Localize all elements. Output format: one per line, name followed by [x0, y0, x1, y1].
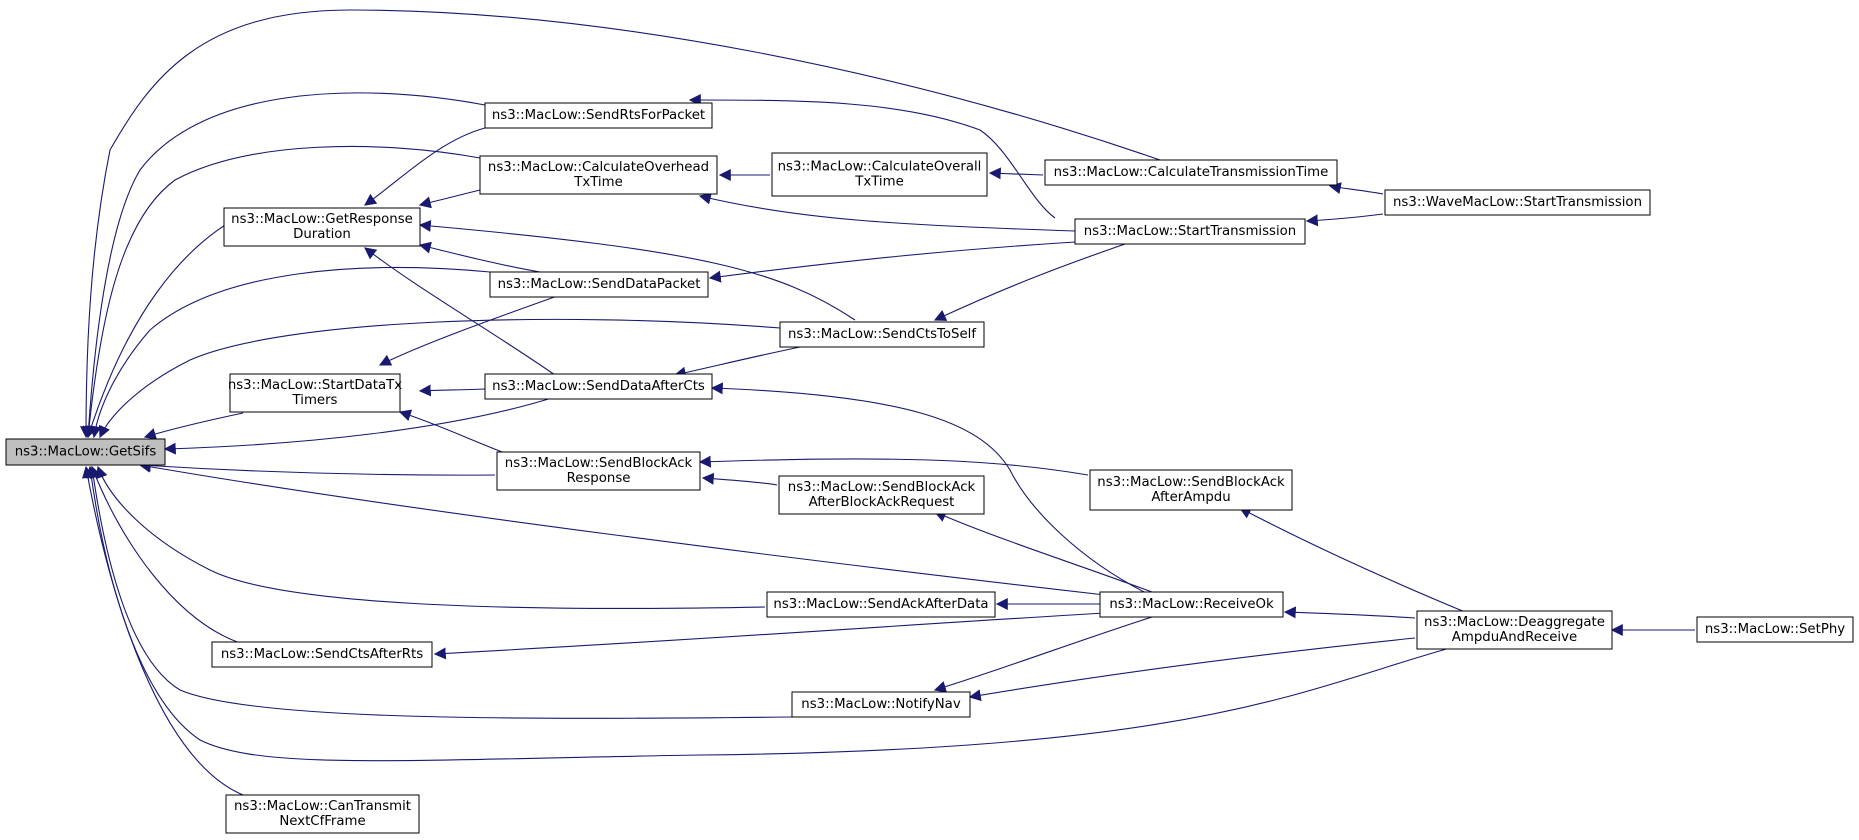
- node-label: ns3::MacLow::SendCtsToSelf: [788, 327, 976, 342]
- edge-wavemaclowstarttransmission-to-starttransmission: [1305, 213, 1384, 227]
- node-label: Duration: [293, 227, 351, 242]
- edge-sendctstoself-to-getresponseduration: [418, 219, 856, 321]
- node-label: ns3::MacLow::SendDataPacket: [498, 277, 701, 292]
- edge-deaggregateampduandreceive-to-receiveok: [1283, 606, 1416, 619]
- edge-senddataaftercts-to-getresponseduration: [364, 247, 556, 376]
- edge-senddatapacket-to-startdatatxtimers: [378, 294, 561, 366]
- edge-sendackafterdata-to-getsifs: [96, 465, 766, 609]
- edge-sendblockackresponse-to-getsifs: [138, 459, 496, 476]
- node-sendackafterdata[interactable]: ns3::MacLow::SendAckAfterData: [766, 591, 996, 618]
- edge-starttransmission-to-senddatapacket: [708, 241, 1076, 283]
- node-starttransmission[interactable]: ns3::MacLow::StartTransmission: [1074, 218, 1306, 245]
- edge-deaggregateampduandreceive-to-notifynav: [968, 637, 1416, 702]
- edge-calculatetransmissiontime-to-calculateoveralltxtime: [988, 167, 1044, 180]
- node-sendblockackafterblockackrequest[interactable]: ns3::MacLow::SendBlockAckAfterBlockAckRe…: [778, 475, 985, 515]
- node-senddatapacket[interactable]: ns3::MacLow::SendDataPacket: [489, 271, 709, 298]
- edge-deaggregateampduandreceive-to-sendblockackafterampdu: [1238, 507, 1466, 613]
- edge-sendblockackresponse-to-startdatatxtimers: [398, 409, 511, 456]
- node-sendrtsforpacket[interactable]: ns3::MacLow::SendRtsForPacket: [484, 102, 713, 129]
- edge-starttransmission-to-calculateoverheadtxtime: [698, 192, 1076, 232]
- node-senddataaftercts[interactable]: ns3::MacLow::SendDataAfterCts: [484, 373, 713, 400]
- edge-sendblockackafterampdu-to-sendblockackresponse: [698, 455, 1089, 476]
- call-nodes: ns3::MacLow::GetSifs ns3::MacLow::GetRes…: [5, 102, 1854, 834]
- node-label: ns3::MacLow::SendDataAfterCts: [492, 379, 705, 394]
- node-label: ns3::MacLow::CalculateTransmissionTime: [1054, 165, 1329, 180]
- edge-senddataaftercts-to-startdatatxtimers: [418, 384, 486, 397]
- node-label: ns3::MacLow::GetSifs: [15, 445, 157, 460]
- edge-receiveok-to-senddataaftercts: [710, 382, 1151, 596]
- edge-wavemaclowstarttransmission-to-calculatetransmissiontime: [1328, 182, 1384, 195]
- edge-sendctstoself-to-getsifs: [99, 318, 781, 439]
- node-label: ns3::MacLow::SendRtsForPacket: [492, 108, 705, 123]
- edge-sendrtsforpacket-to-getresponseduration: [364, 127, 486, 206]
- edge-sendblockackafterblockackrequest-to-sendblockackresponse: [701, 472, 778, 486]
- node-setphy[interactable]: ns3::MacLow::SetPhy: [1696, 616, 1854, 643]
- node-getsifs[interactable]: ns3::MacLow::GetSifs: [5, 438, 166, 466]
- edge-receiveok-to-sendblockackafterblockackrequest: [933, 510, 1161, 596]
- node-label: TxTime: [854, 175, 904, 190]
- node-sendctsafterrts[interactable]: ns3::MacLow::SendCtsAfterRts: [211, 641, 433, 668]
- node-wavemaclowstarttransmission[interactable]: ns3::WaveMacLow::StartTransmission: [1384, 189, 1651, 216]
- node-label: ns3::MacLow::StartTransmission: [1084, 224, 1297, 239]
- edge-receiveok-to-getsifs: [138, 460, 1106, 596]
- node-label: ns3::MacLow::SetPhy: [1705, 622, 1845, 637]
- node-label: ns3::MacLow::Deaggregate: [1424, 615, 1605, 630]
- node-label: ns3::MacLow::CanTransmit: [234, 799, 411, 814]
- edge-receiveok-to-notifynav: [933, 615, 1156, 693]
- edge-senddataaftercts-to-getsifs: [163, 396, 556, 455]
- edge-calculateoverheadtxtime-to-getresponseduration: [418, 189, 481, 209]
- edge-calculatetransmissiontime-to-getsifs: [80, 9, 1161, 439]
- edge-cantransmitnextcfframe-to-getsifs: [82, 465, 244, 796]
- edge-sendrtsforpacket-to-getsifs: [82, 92, 486, 439]
- edge-starttransmission-to-sendctstoself: [933, 243, 1126, 321]
- edge-sendctstoself-to-senddataaftercts: [673, 344, 811, 379]
- node-label: ns3::MacLow::CalculateOverall: [778, 160, 982, 175]
- node-label: AfterBlockAckRequest: [809, 495, 955, 510]
- node-label: AmpduAndReceive: [1452, 630, 1577, 645]
- call-edges: [80, 9, 1695, 796]
- node-label: ns3::MacLow::NotifyNav: [801, 697, 961, 712]
- node-label: ns3::MacLow::SendCtsAfterRts: [221, 647, 423, 662]
- node-receiveok[interactable]: ns3::MacLow::ReceiveOk: [1099, 591, 1284, 618]
- node-label: ns3::MacLow::GetResponse: [231, 212, 413, 227]
- edge-senddatapacket-to-getresponseduration: [418, 241, 541, 273]
- edge-deaggregateampduandreceive-to-getsifs: [85, 465, 1451, 762]
- node-label: Response: [567, 471, 631, 486]
- node-label: ns3::MacLow::SendBlockAck: [505, 456, 693, 471]
- node-label: ns3::MacLow::SendBlockAck: [788, 480, 976, 495]
- edge-getresponseduration-to-getsifs: [85, 211, 249, 439]
- node-label: AfterAmpdu: [1151, 490, 1230, 505]
- node-label: ns3::WaveMacLow::StartTransmission: [1393, 195, 1642, 210]
- edge-calculateoverheadtxtime-to-getsifs: [83, 145, 481, 439]
- node-calculatetransmissiontime[interactable]: ns3::MacLow::CalculateTransmissionTime: [1044, 159, 1338, 186]
- node-label: NextCfFrame: [279, 814, 365, 829]
- edge-starttransmission-to-sendrtsforpacket: [688, 94, 1056, 219]
- node-notifynav[interactable]: ns3::MacLow::NotifyNav: [791, 691, 971, 718]
- node-sendctstoself[interactable]: ns3::MacLow::SendCtsToSelf: [779, 321, 985, 348]
- edge-notifynav-to-getsifs: [87, 465, 793, 719]
- node-label: ns3::MacLow::CalculateOverhead: [488, 160, 709, 175]
- node-label: Timers: [292, 393, 338, 408]
- node-label: ns3::MacLow::SendBlockAck: [1097, 475, 1285, 490]
- node-label: ns3::MacLow::SendAckAfterData: [773, 597, 988, 612]
- node-label: TxTime: [573, 175, 623, 190]
- node-label: ns3::MacLow::StartDataTx: [228, 378, 402, 393]
- edge-receiveok-to-sendctsafterrts: [433, 612, 1106, 660]
- edge-sendctsafterrts-to-getsifs: [90, 465, 241, 644]
- node-label: ns3::MacLow::ReceiveOk: [1109, 597, 1274, 612]
- edge-startdatatxtimers-to-getsifs: [143, 412, 244, 440]
